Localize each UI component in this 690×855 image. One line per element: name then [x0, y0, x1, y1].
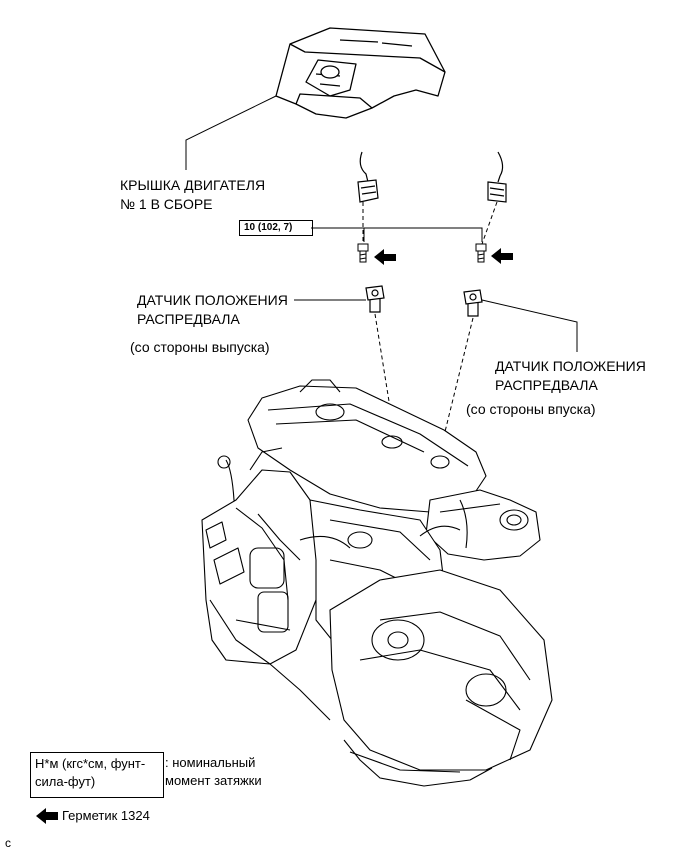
connector-right — [487, 151, 507, 203]
bolt-right — [475, 243, 487, 263]
torque-spec-box: 10 (102, 7) — [239, 220, 313, 236]
exhaust-cam-sensor — [365, 285, 385, 313]
sealant-arrow-icon-left — [374, 249, 396, 265]
sealant-legend-text: Герметик 1324 — [62, 808, 150, 823]
bolt-left — [357, 243, 369, 263]
intake-sensor-leader — [481, 299, 578, 352]
intake-cam-sensor-label: ДАТЧИК ПОЛОЖЕНИЯ РАСПРЕДВАЛА — [495, 358, 646, 393]
exhaust-side-note: (со стороны выпуска) — [130, 339, 270, 355]
torque-unit-legend: Н*м (кгс*см, фунт- сила-фут) — [30, 752, 164, 798]
engine-cover-label: КРЫШКА ДВИГАТЕЛЯ № 1 В СБОРЕ — [120, 177, 266, 212]
intake-side-note: (со стороны впуска) — [466, 401, 596, 417]
engine-assembly-illustration — [201, 379, 553, 787]
engine-cover-illustration — [275, 27, 446, 119]
torque-leader-right — [364, 227, 483, 242]
exhaust-cam-sensor-label: ДАТЧИК ПОЛОЖЕНИЯ РАСПРЕДВАЛА — [137, 292, 288, 327]
corner-mark: c — [5, 836, 11, 850]
engine-cover-leader — [185, 95, 277, 170]
intake-cam-sensor — [463, 289, 483, 317]
sealant-arrow-icon-right — [491, 248, 513, 264]
installation-dash-lines — [362, 201, 498, 453]
torque-unit-definition: : номинальный момент затяжки — [165, 755, 262, 788]
sealant-legend-arrow-icon — [36, 808, 58, 824]
torque-leader — [311, 227, 365, 242]
connector-left — [357, 151, 379, 203]
